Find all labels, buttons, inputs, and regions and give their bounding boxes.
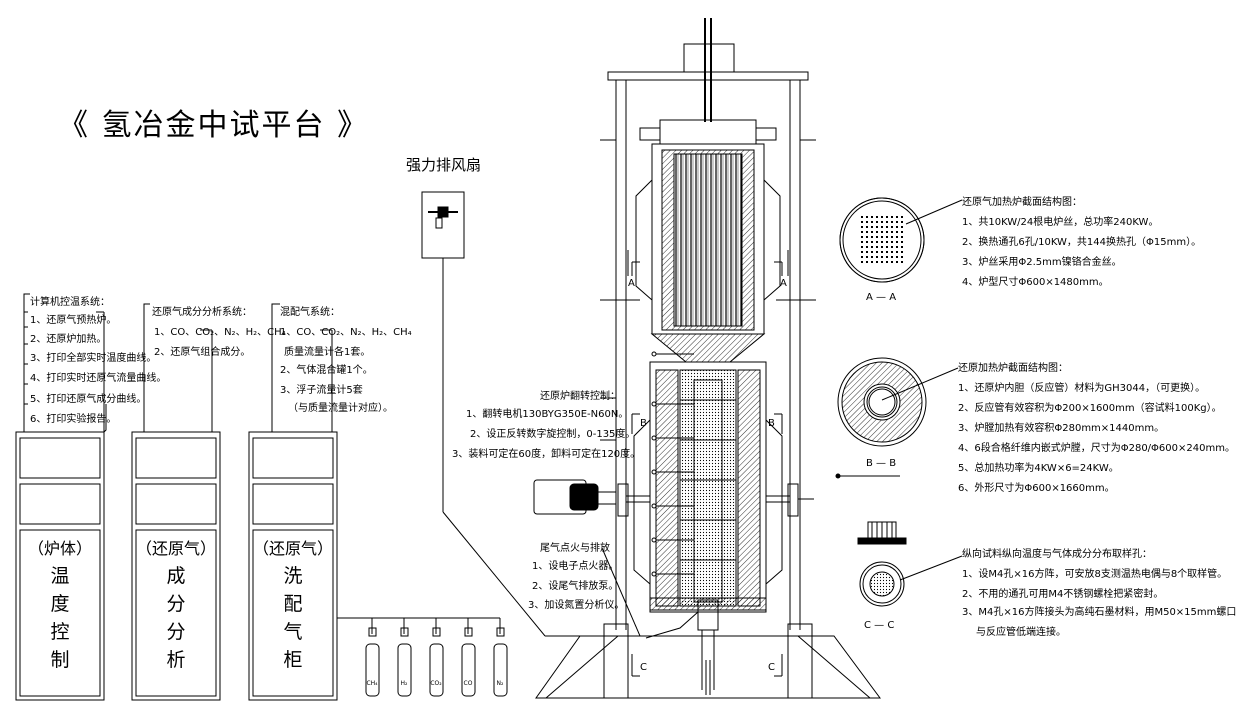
exhaust-line: 1、设电子点火器。 xyxy=(532,561,619,572)
furnace-frame xyxy=(535,18,881,699)
reduction-line: 5、总加热功率为4KW×6=24KW。 xyxy=(958,463,1119,474)
cabinet-mixing xyxy=(248,431,338,701)
exhaust-fan xyxy=(421,191,630,637)
cabinet-char: 析 xyxy=(166,649,186,671)
cabinet-analysis xyxy=(131,431,221,701)
reduction-heading: 还原加热炉截面结构图： xyxy=(958,363,1068,374)
section-mark-b-left: B xyxy=(640,418,647,429)
reduction-line: 1、还原炉内胆（反应管）材料为GH3044，（可更换）。 xyxy=(958,383,1206,394)
computer-line: 6、打印实验报告。 xyxy=(30,414,117,425)
computer-line: 4、打印实时还原气流量曲线。 xyxy=(30,373,167,384)
cabinet-temperature xyxy=(15,431,105,701)
section-bb xyxy=(835,357,959,479)
sampling-line: 2、不用的通孔可用M4不锈钢螺栓把紧密封。 xyxy=(962,589,1164,600)
mixing-line: 1、CO、CO₂、N₂、H₂、CH₄ xyxy=(280,327,412,338)
preheater-heading: 还原气加热炉截面结构图： xyxy=(962,197,1082,208)
section-cc xyxy=(857,521,963,607)
cabinet-char: 气 xyxy=(283,621,303,643)
mixing-line: （与质量流量计对应）。 xyxy=(288,403,393,414)
bottle-label: H₂ xyxy=(400,680,408,687)
exhaust-line: 2、设尾气排放泵。 xyxy=(532,581,619,592)
analysis-heading: 还原气成分分析系统： xyxy=(152,307,252,318)
mixing-line: 3、浮子流量计5套 xyxy=(280,385,363,396)
sampling-line: 3、M4孔×16方阵接头为高纯石墨材料，用M50×15mm螺口 xyxy=(962,607,1236,618)
cabinet-mixing-label: （还原气） 洗 配 气 柜 xyxy=(251,538,335,678)
page-title: 《 氢冶金中试平台 》 xyxy=(58,108,370,143)
cabinet-temperature-label: （炉体） 温 度 控 制 xyxy=(18,538,102,678)
rotation-line: 1、翻转电机130BYG350E-N60N。 xyxy=(466,409,629,420)
analysis-line: 1、CO、CO₂、N₂、H₂、CH₄ xyxy=(154,327,286,338)
bottle-label: CO xyxy=(463,680,473,687)
preheater-line: 3、炉丝采用Φ2.5mm镍铬合金丝。 xyxy=(962,257,1122,268)
sampling-heading: 纵向试料纵向温度与气体成分分布取样孔： xyxy=(962,549,1152,560)
diagram-canvas xyxy=(15,18,963,701)
section-mark-a-right: A xyxy=(780,278,787,289)
computer-line: 1、还原气预热炉。 xyxy=(30,315,117,326)
preheater-line: 2、换热通孔6孔/10KW，共144换热孔（Φ15mm）。 xyxy=(962,237,1202,248)
rotation-heading: 还原炉翻转控制： xyxy=(540,391,620,402)
cabinet-char: （还原气） xyxy=(135,539,216,558)
cabinet-char: 控 xyxy=(50,621,70,643)
mixing-line: 2、气体混合罐1个。 xyxy=(280,365,373,376)
cabinet-char: （炉体） xyxy=(27,539,92,558)
sampling-line: 与反应管低端连接。 xyxy=(976,627,1066,638)
preheater-line: 1、共10KW/24根电炉丝，总功率240KW。 xyxy=(962,217,1159,228)
section-aa xyxy=(839,197,963,283)
reduction-furnace xyxy=(633,351,783,695)
cabinet-char: 成 xyxy=(166,565,186,587)
mixing-heading: 混配气系统： xyxy=(280,307,340,318)
sampling-line: 1、设M4孔×16方阵，可安放8支测温热电偶与8个取样管。 xyxy=(962,569,1228,580)
cabinet-char: 制 xyxy=(50,649,70,671)
section-mark-c-left: C xyxy=(640,662,647,673)
analysis-line: 2、还原气组合成分。 xyxy=(154,347,251,358)
section-mark-c-right: C xyxy=(768,662,775,673)
computer-line: 2、还原炉加热。 xyxy=(30,334,107,345)
fan-label: 强力排风扇 xyxy=(406,156,482,174)
computer-line: 3、打印全部实时温度曲线。 xyxy=(30,353,157,364)
cabinet-char: 度 xyxy=(50,593,70,615)
cabinet-char: 分 xyxy=(166,621,186,643)
bottle-label: CH₄ xyxy=(366,680,378,687)
bottle-label: N₂ xyxy=(496,680,504,687)
computer-line: 5、打印还原气成分曲线。 xyxy=(30,394,147,405)
section-label-aa: A — A xyxy=(866,292,897,303)
mixing-line: 质量流量计各1套。 xyxy=(284,347,371,358)
section-markers xyxy=(631,261,783,677)
reduction-line: 4、6段合格纤维内嵌式炉膛，尺寸为Φ280/Φ600×240mm。 xyxy=(958,443,1235,454)
rotation-line: 2、设正反转数字旋控制，0-135度。 xyxy=(470,429,636,440)
cabinet-char: 配 xyxy=(283,593,303,615)
section-label-cc: C — C xyxy=(864,620,895,631)
cabinet-char: 温 xyxy=(50,565,70,587)
cabinet-char: 柜 xyxy=(283,649,303,671)
section-mark-b-right: B xyxy=(768,418,775,429)
rotation-motor xyxy=(533,479,814,517)
cabinet-analysis-label: （还原气） 成 分 分 析 xyxy=(134,538,218,678)
exhaust-line: 3、加设氮置分析仪。 xyxy=(528,600,625,611)
cabinet-char: 洗 xyxy=(283,565,303,587)
rotation-line: 3、装料可定在60度，卸料可定在120度。 xyxy=(452,449,641,460)
section-label-bb: B — B xyxy=(866,458,897,469)
computer-heading: 计算机控温系统： xyxy=(30,297,110,308)
gas-manifold xyxy=(337,617,501,634)
cabinet-char: 分 xyxy=(166,593,186,615)
exhaust-heading: 尾气点火与排放 xyxy=(540,543,610,554)
cabinet-char: （还原气） xyxy=(252,539,333,558)
reduction-line: 2、反应管有效容积为Φ200×1600mm（容试料100Kg）。 xyxy=(958,403,1222,414)
reduction-line: 3、炉膛加热有效容积Φ280mm×1440mm。 xyxy=(958,423,1165,434)
gas-cylinders xyxy=(365,627,508,697)
preheater-furnace xyxy=(627,119,789,363)
section-mark-a-left: A xyxy=(628,278,635,289)
bottle-label: CO₂ xyxy=(430,680,442,687)
reduction-line: 6、外形尺寸为Φ600×1660mm。 xyxy=(958,483,1115,494)
preheater-line: 4、炉型尺寸Φ600×1480mm。 xyxy=(962,277,1109,288)
